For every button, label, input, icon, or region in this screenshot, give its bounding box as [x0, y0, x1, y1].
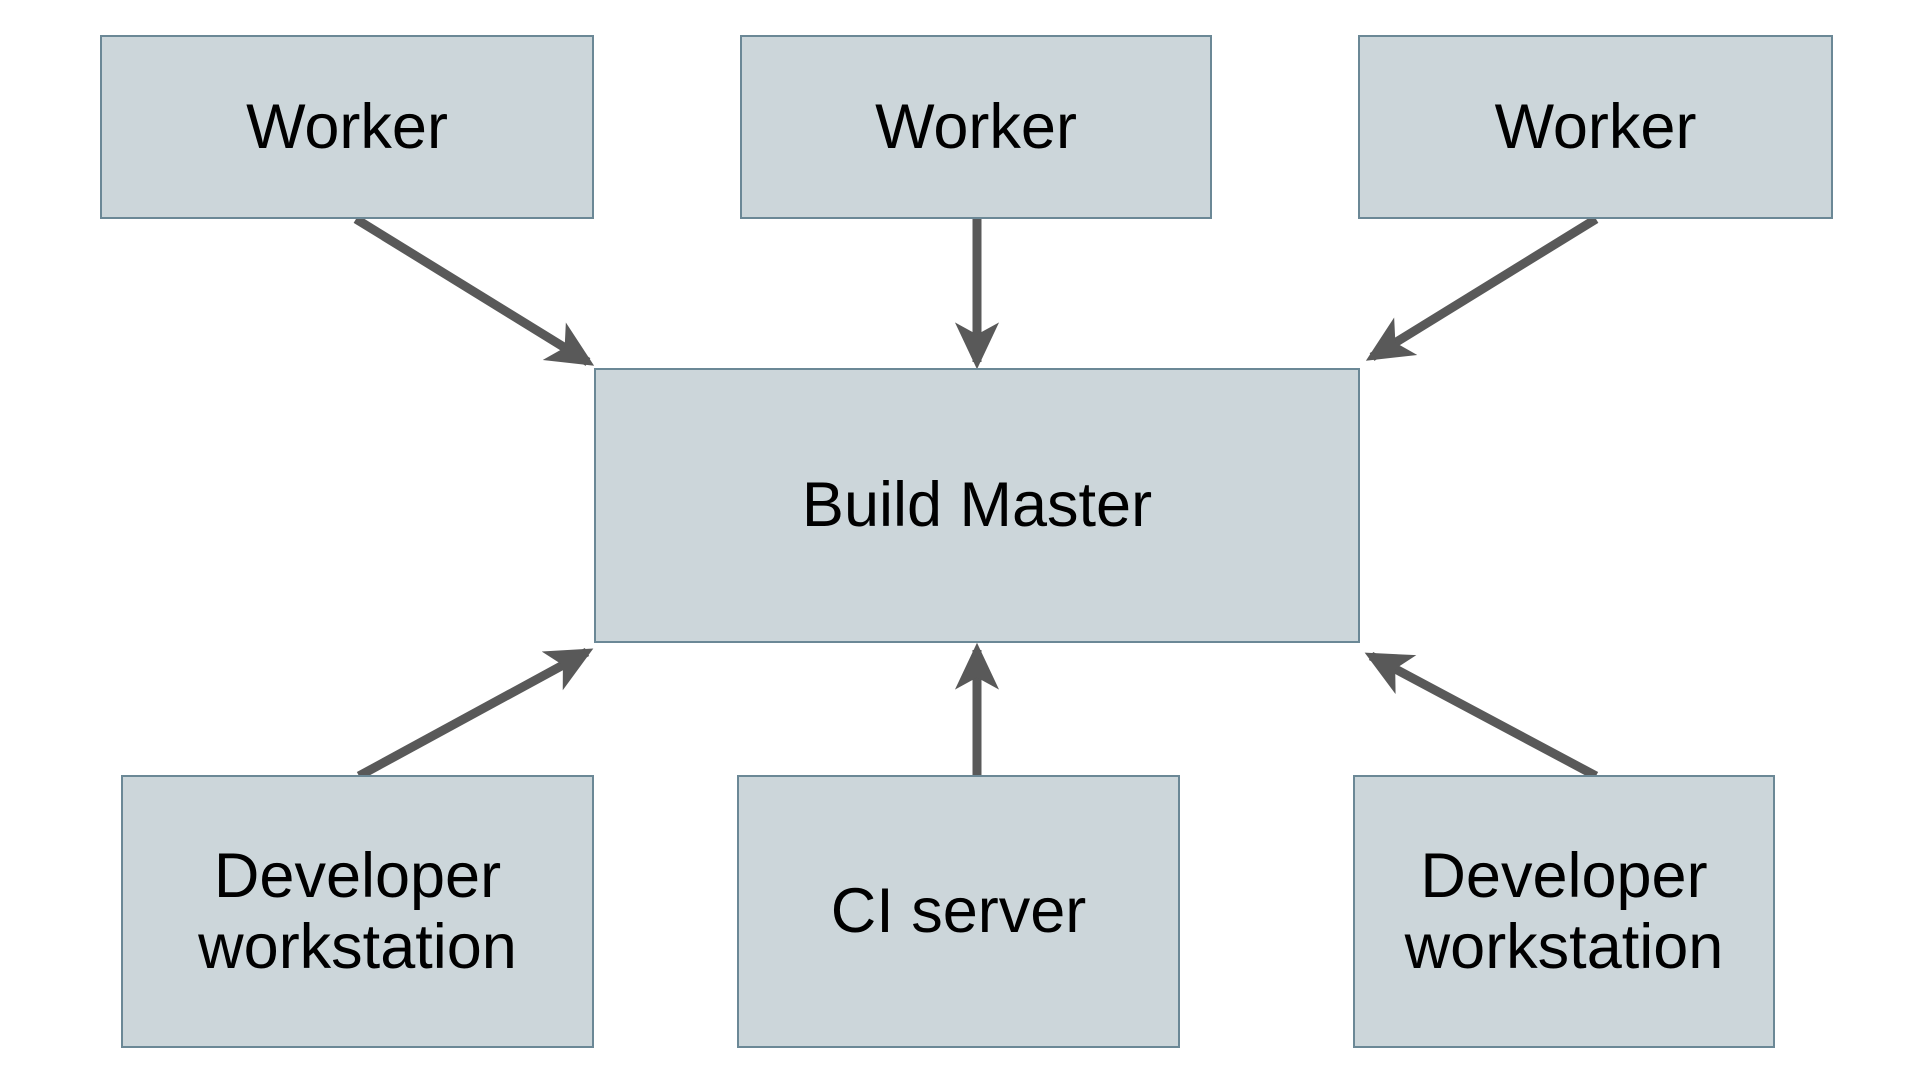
node-build-master[interactable]: Build Master — [594, 368, 1360, 643]
node-worker-2-label: Worker — [875, 91, 1077, 162]
node-worker-3[interactable]: Worker — [1358, 35, 1833, 219]
node-developer-workstation-right-label: Developer workstation — [1404, 840, 1724, 982]
node-ci-server-label: CI server — [830, 876, 1087, 947]
edge-dev-left-to-build-master — [356, 648, 594, 780]
node-worker-2[interactable]: Worker — [740, 35, 1212, 219]
edge-dev-right-to-build-master — [1364, 652, 1599, 780]
node-worker-1-label: Worker — [246, 91, 448, 162]
edge-worker-3-to-build-master — [1365, 215, 1599, 361]
node-developer-workstation-left[interactable]: Developer workstation — [121, 775, 594, 1048]
node-worker-1[interactable]: Worker — [100, 35, 594, 219]
node-worker-3-label: Worker — [1494, 91, 1697, 162]
node-developer-workstation-right[interactable]: Developer workstation — [1353, 775, 1775, 1048]
edge-worker-1-to-build-master — [353, 215, 595, 366]
node-build-master-label: Build Master — [801, 470, 1153, 541]
node-developer-workstation-left-label: Developer workstation — [198, 840, 517, 982]
node-ci-server[interactable]: CI server — [737, 775, 1180, 1048]
